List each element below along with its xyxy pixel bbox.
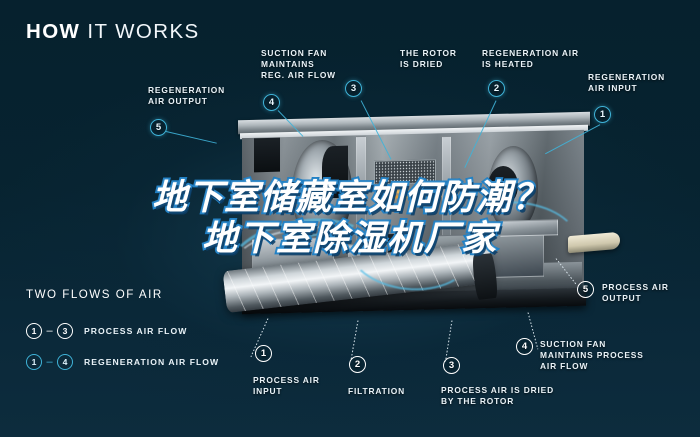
- legend-row-process-air: 1 – 3 PROCESS AIR FLOW: [26, 323, 187, 339]
- legend-heading: TWO FLOWS OF AIR: [26, 288, 163, 301]
- legend-dash-process: –: [46, 325, 53, 337]
- callout-bubble-2-top[interactable]: 2: [488, 80, 505, 97]
- callout-bubble-1-bottom[interactable]: 1: [255, 345, 272, 362]
- leader-line-top-5: [165, 131, 217, 144]
- legend-bubble-1-regen: 1: [26, 354, 42, 370]
- legend-row-regeneration-air: 1 – 4 REGENERATION AIR FLOW: [26, 354, 219, 370]
- legend-dash-regen: –: [46, 356, 53, 368]
- callout-bubble-5-top[interactable]: 5: [150, 119, 167, 136]
- callout-bubble-2-bottom[interactable]: 2: [349, 356, 366, 373]
- legend-bubble-4-regen: 4: [57, 354, 73, 370]
- callout-label-filtration: FILTRATION: [348, 386, 406, 396]
- callout-bubble-4-top[interactable]: 4: [263, 94, 280, 111]
- inlet-throat: [254, 137, 280, 173]
- page-title: HOW IT WORKS: [26, 20, 200, 44]
- callout-label-regeneration-air-output: REGENERATION AIR OUTPUT: [148, 85, 226, 106]
- rotor-shadow: [322, 145, 348, 199]
- legend-label-process-air-flow: PROCESS AIR FLOW: [84, 326, 188, 336]
- callout-bubble-4-bottom[interactable]: 4: [516, 338, 533, 355]
- callout-bubble-5-bottom[interactable]: 5: [577, 281, 594, 298]
- filter-mesh: [374, 159, 436, 185]
- callout-label-suction-fan-reg: SUCTION FAN MAINTAINS REG. AIR FLOW: [261, 48, 336, 80]
- callout-bubble-3-bottom[interactable]: 3: [443, 357, 460, 374]
- callout-bubble-1-top[interactable]: 1: [594, 106, 611, 123]
- page-title-thin: IT WORKS: [87, 20, 200, 43]
- dehumidifier-illustration: [222, 111, 620, 328]
- callout-bubble-3-top[interactable]: 3: [345, 80, 362, 97]
- callout-label-rotor-dried: THE ROTOR IS DRIED: [400, 48, 457, 69]
- callout-label-suction-fan-process: SUCTION FAN MAINTAINS PROCESS AIR FLOW: [540, 339, 644, 371]
- legend-bubble-3-process: 3: [57, 323, 73, 339]
- page-title-bold: HOW: [26, 20, 81, 43]
- callout-label-regeneration-air-heated: REGENERATION AIR IS HEATED: [482, 48, 579, 69]
- callout-label-process-air-output: PROCESS AIR OUTPUT: [602, 282, 669, 303]
- callout-label-process-air-dried: PROCESS AIR IS DRIED BY THE ROTOR: [441, 385, 555, 406]
- legend-bubble-1-process: 1: [26, 323, 42, 339]
- legend-label-regeneration-air-flow: REGENERATION AIR FLOW: [84, 357, 220, 367]
- callout-label-process-air-input: PROCESS AIR INPUT: [253, 375, 320, 396]
- callout-label-regeneration-air-input: REGENERATION AIR INPUT: [588, 72, 666, 93]
